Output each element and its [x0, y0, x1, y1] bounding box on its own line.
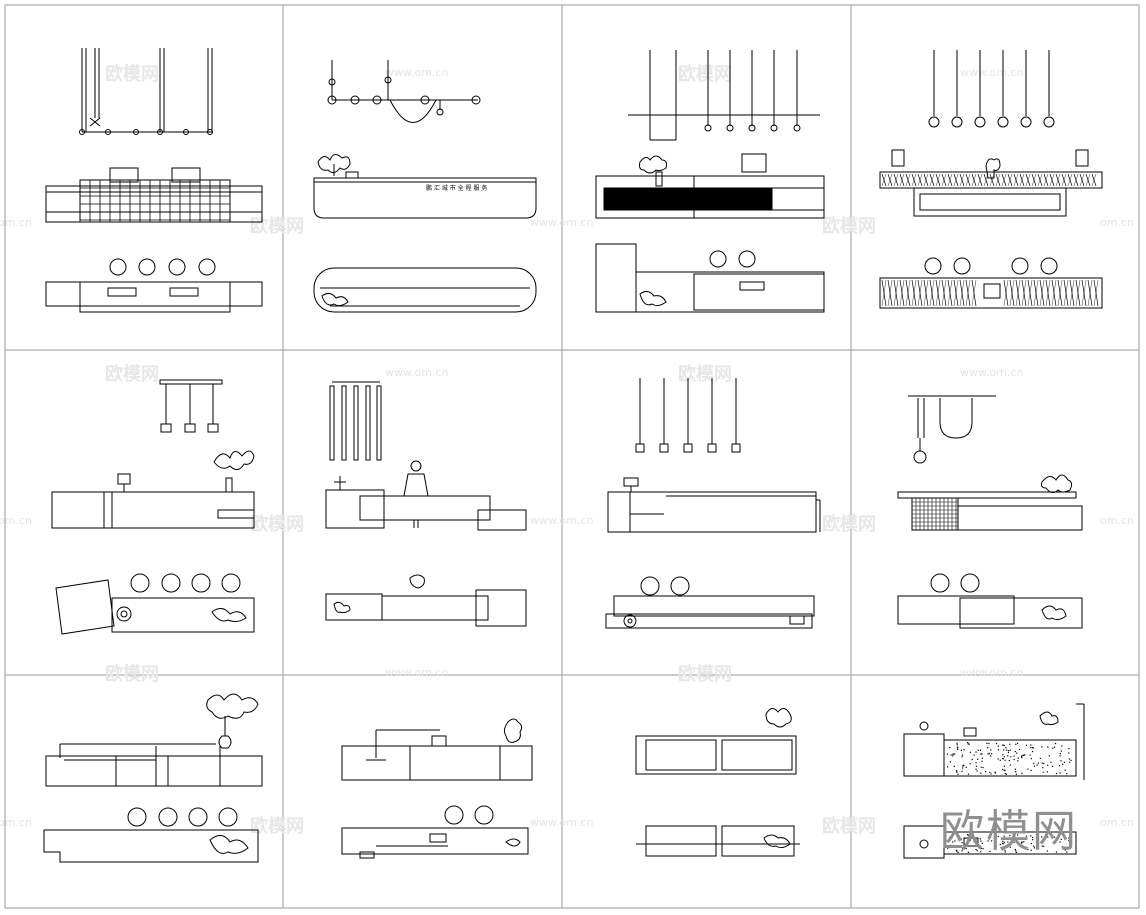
- watermark-url: www.om.cn: [960, 666, 1023, 679]
- counter-front-elevation: 鹏 汇 城 市 全 程 服 务: [313, 171, 537, 219]
- plant-icon: [213, 450, 255, 493]
- pendant-lights-elevation: [635, 378, 741, 453]
- counter-sign-text: 鹏 汇 城 市 全 程 服 务: [426, 184, 487, 192]
- speckle-texture: [946, 742, 1072, 775]
- person-figure-icon: [403, 460, 429, 528]
- stone-texture: [881, 173, 1097, 187]
- panel-10-offset-desk: [341, 718, 533, 859]
- plant-icon: [639, 155, 667, 187]
- panel-9-vase-desk: [43, 693, 263, 863]
- panel-12-speckled-desk: [903, 703, 1085, 859]
- chairs-plan: [640, 576, 690, 596]
- panel-2-rounded-counter: 鹏 汇 城 市 全 程 服 务: [313, 60, 537, 313]
- brand-watermark-logo: 欧模网: [940, 806, 1078, 857]
- panel-3-black-panel-desk: [595, 50, 825, 313]
- panel-1-reception-desk-grid-front: [45, 48, 263, 313]
- watermark-logo: 欧模网: [822, 513, 876, 535]
- hatch-pattern: [911, 497, 958, 531]
- counter-front-elevation: [341, 718, 533, 781]
- counter-front-elevation: [595, 153, 825, 219]
- panel-grid: [4, 4, 1140, 909]
- pendant-frame-elevation: [79, 48, 213, 135]
- watermark-url: www.om.cn: [960, 366, 1023, 379]
- watermark-logo: 欧模网: [105, 663, 159, 685]
- watermark-logo: 欧模网: [822, 215, 876, 237]
- watermark-logo: 欧模网: [105, 63, 159, 85]
- watermark-logo: 欧模网: [250, 513, 304, 535]
- plant-icon: [206, 693, 259, 749]
- grid-screen-pattern: [79, 179, 231, 222]
- chairs-plan: [130, 573, 241, 593]
- counter-plan-view: [595, 243, 825, 313]
- counter-plan-view: [45, 281, 263, 313]
- pendant-bar-elevation: [327, 60, 481, 123]
- counter-front-elevation: [325, 476, 527, 531]
- counter-plan-view: [897, 595, 1083, 629]
- watermark-edge: om.cn: [1100, 514, 1134, 527]
- plant-icon: [1041, 474, 1073, 494]
- chairs-plan: [109, 258, 216, 276]
- watermark-url: www.om.cn: [960, 66, 1023, 79]
- watermark-url: www.om.cn: [385, 366, 448, 379]
- pendant-bar-elevation: [159, 379, 223, 433]
- chairs-plan: [930, 573, 980, 593]
- counter-front-elevation: [45, 743, 263, 787]
- watermark-edge: om.cn: [1100, 216, 1134, 229]
- chairs-plan: [444, 805, 494, 825]
- watermark-edge: om.cn: [0, 514, 32, 527]
- watermark-logo: 欧模网: [105, 363, 159, 385]
- counter-front-elevation: [879, 149, 1103, 217]
- chairs-plan: [924, 257, 1058, 275]
- watermark-logo: 欧模网: [822, 815, 876, 837]
- pendant-lights-elevation: [628, 50, 820, 141]
- plant-icon: [317, 154, 351, 176]
- watermark-edge: om.cn: [0, 816, 32, 829]
- counter-plan-view: [879, 277, 1103, 309]
- watermark-logo: 欧模网: [250, 215, 304, 237]
- pendant-globes-elevation: [928, 50, 1055, 128]
- panel-11-split-desk: [635, 708, 800, 857]
- watermark-logo: 欧模网: [678, 63, 732, 85]
- counter-plan-view: [55, 579, 255, 635]
- counter-plan-view: [313, 267, 537, 313]
- watermarks: 欧模网 www.om.cn 欧模网 www.om.cn om.cn 欧模网 ww…: [0, 63, 1134, 837]
- watermark-logo: 欧模网: [678, 363, 732, 385]
- counter-plan-view: [903, 825, 1077, 859]
- watermark-url: www.om.cn: [530, 514, 593, 527]
- watermark-url: www.om.cn: [385, 66, 448, 79]
- watermark-logo: 欧模网: [678, 663, 732, 685]
- plant-icon: [765, 708, 792, 728]
- counter-plan-view: [636, 825, 800, 857]
- watermark-url: www.om.cn: [530, 816, 593, 829]
- stone-texture: [881, 279, 1099, 307]
- watermark-url: www.om.cn: [530, 216, 593, 229]
- counter-plan-view: [341, 827, 529, 859]
- watermark-edge: om.cn: [1100, 816, 1134, 829]
- watermark-edge: om.cn: [0, 216, 32, 229]
- panel-5-layered-desk: [51, 379, 255, 635]
- counter-plan-view: [605, 595, 815, 629]
- counter-front-elevation: [51, 473, 255, 529]
- panel-6-stepped-desk: [325, 381, 527, 627]
- watermark-url: www.om.cn: [385, 666, 448, 679]
- watermark-logo: 欧模网: [250, 815, 304, 837]
- chairs-plan: [127, 807, 238, 827]
- panel-7-long-desk: [605, 378, 821, 629]
- arch-pendant-elevation: [908, 395, 996, 464]
- panel-8-hatched-desk: [897, 395, 1083, 629]
- counter-front-elevation: [903, 703, 1085, 780]
- panel-4-stone-counter: [879, 50, 1103, 309]
- counter-plan-view: [43, 829, 259, 863]
- chairs-plan: [709, 250, 756, 268]
- counter-front-elevation: [635, 735, 797, 775]
- pendant-tubes-elevation: [329, 381, 382, 461]
- counter-front-elevation: [607, 477, 821, 533]
- speckle-texture: [946, 834, 1070, 854]
- counter-plan-view: [325, 574, 527, 627]
